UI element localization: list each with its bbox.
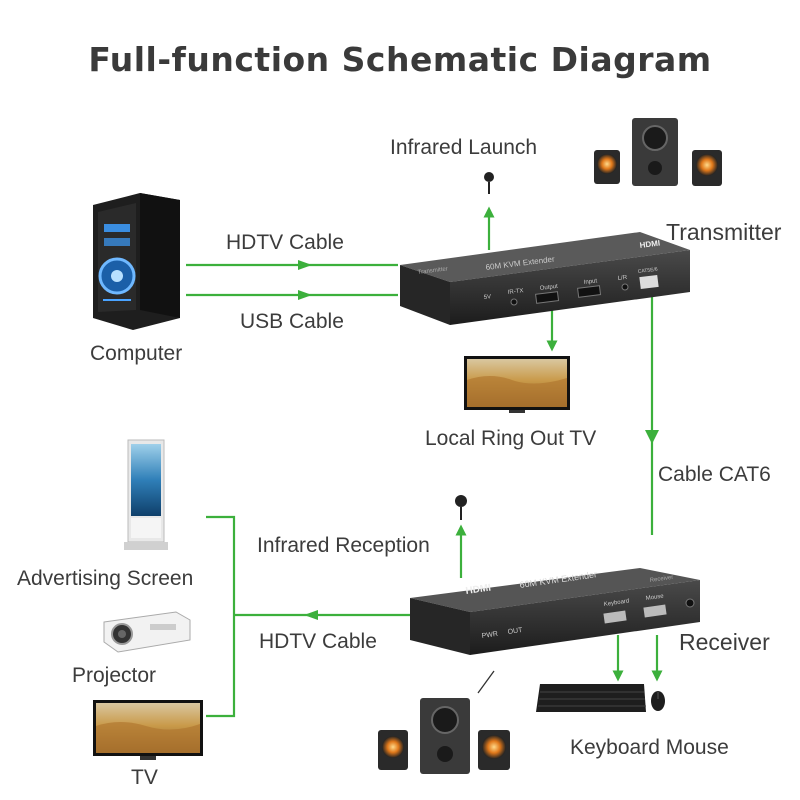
tx-port-lr: L/R bbox=[618, 275, 629, 282]
tv-label: TV bbox=[131, 766, 158, 789]
infrared-reception-label: Infrared Reception bbox=[257, 534, 430, 557]
tx-side-text: Transmitter bbox=[418, 266, 449, 276]
usb-cable-label: USB Cable bbox=[240, 310, 344, 333]
tx-port-cat: CAT5E/6 bbox=[638, 267, 659, 275]
tx-port-input: Input bbox=[584, 278, 598, 286]
ir-transmitter-sensor-icon bbox=[484, 172, 494, 194]
tx-brand-text: HDMI bbox=[639, 239, 660, 250]
hdtv-cable-bottom-label: HDTV Cable bbox=[259, 630, 377, 653]
arrow-hdtv-bottom bbox=[304, 610, 318, 620]
computer-icon bbox=[93, 193, 180, 330]
rx-brand-text: HDMI bbox=[465, 582, 492, 596]
ir-receiver-sensor-icon bbox=[455, 495, 467, 520]
tx-port-irtx: IR-TX bbox=[508, 288, 524, 296]
keyboard-mouse-label: Keyboard Mouse bbox=[570, 736, 729, 759]
infrared-launch-label: Infrared Launch bbox=[390, 136, 538, 159]
projector-label: Projector bbox=[72, 664, 157, 687]
page-title: Full-function Schematic Diagram bbox=[88, 40, 712, 79]
hdtv-cable-top-label: HDTV Cable bbox=[226, 231, 344, 254]
keyboard-mouse-icon bbox=[536, 684, 665, 712]
transmitter-device: 60M KVM Extender HDMI Transmitter 5V IR-… bbox=[400, 232, 690, 325]
projector-icon bbox=[103, 611, 191, 653]
output-bracket bbox=[206, 515, 236, 718]
connection-lines bbox=[186, 206, 663, 718]
rx-port-keyboard: Keyboard bbox=[603, 598, 629, 608]
arrow-usb bbox=[298, 290, 312, 300]
advertising-screen-icon bbox=[124, 439, 168, 550]
transmitter-label: Transmitter bbox=[666, 219, 782, 245]
rx-port-mouse: Mouse bbox=[645, 593, 664, 602]
rx-port-pwr: PWR bbox=[481, 631, 498, 640]
computer-label: Computer bbox=[90, 342, 183, 365]
cable-cat6-label: Cable CAT6 bbox=[658, 463, 771, 486]
advertising-screen-label: Advertising Screen bbox=[17, 567, 194, 590]
arrowheads bbox=[298, 260, 659, 620]
arrow-cat6 bbox=[645, 430, 659, 444]
tx-port-5v: 5V bbox=[484, 294, 492, 301]
tv-icon bbox=[93, 700, 203, 760]
local-tv-icon bbox=[464, 356, 570, 413]
rx-side-text: Receiver bbox=[649, 575, 673, 584]
receiver-device: HDMI 60M KVM Extender Receiver PWR OUT K… bbox=[410, 568, 700, 655]
speakers-icon-top bbox=[594, 118, 722, 186]
local-ring-out-tv-label: Local Ring Out TV bbox=[425, 427, 597, 450]
speakers-icon-bottom bbox=[378, 698, 510, 774]
arrow-hdtv-top bbox=[298, 260, 312, 270]
tx-port-output: Output bbox=[540, 284, 559, 292]
receiver-label: Receiver bbox=[679, 629, 770, 655]
rx-port-out: OUT bbox=[507, 627, 523, 636]
